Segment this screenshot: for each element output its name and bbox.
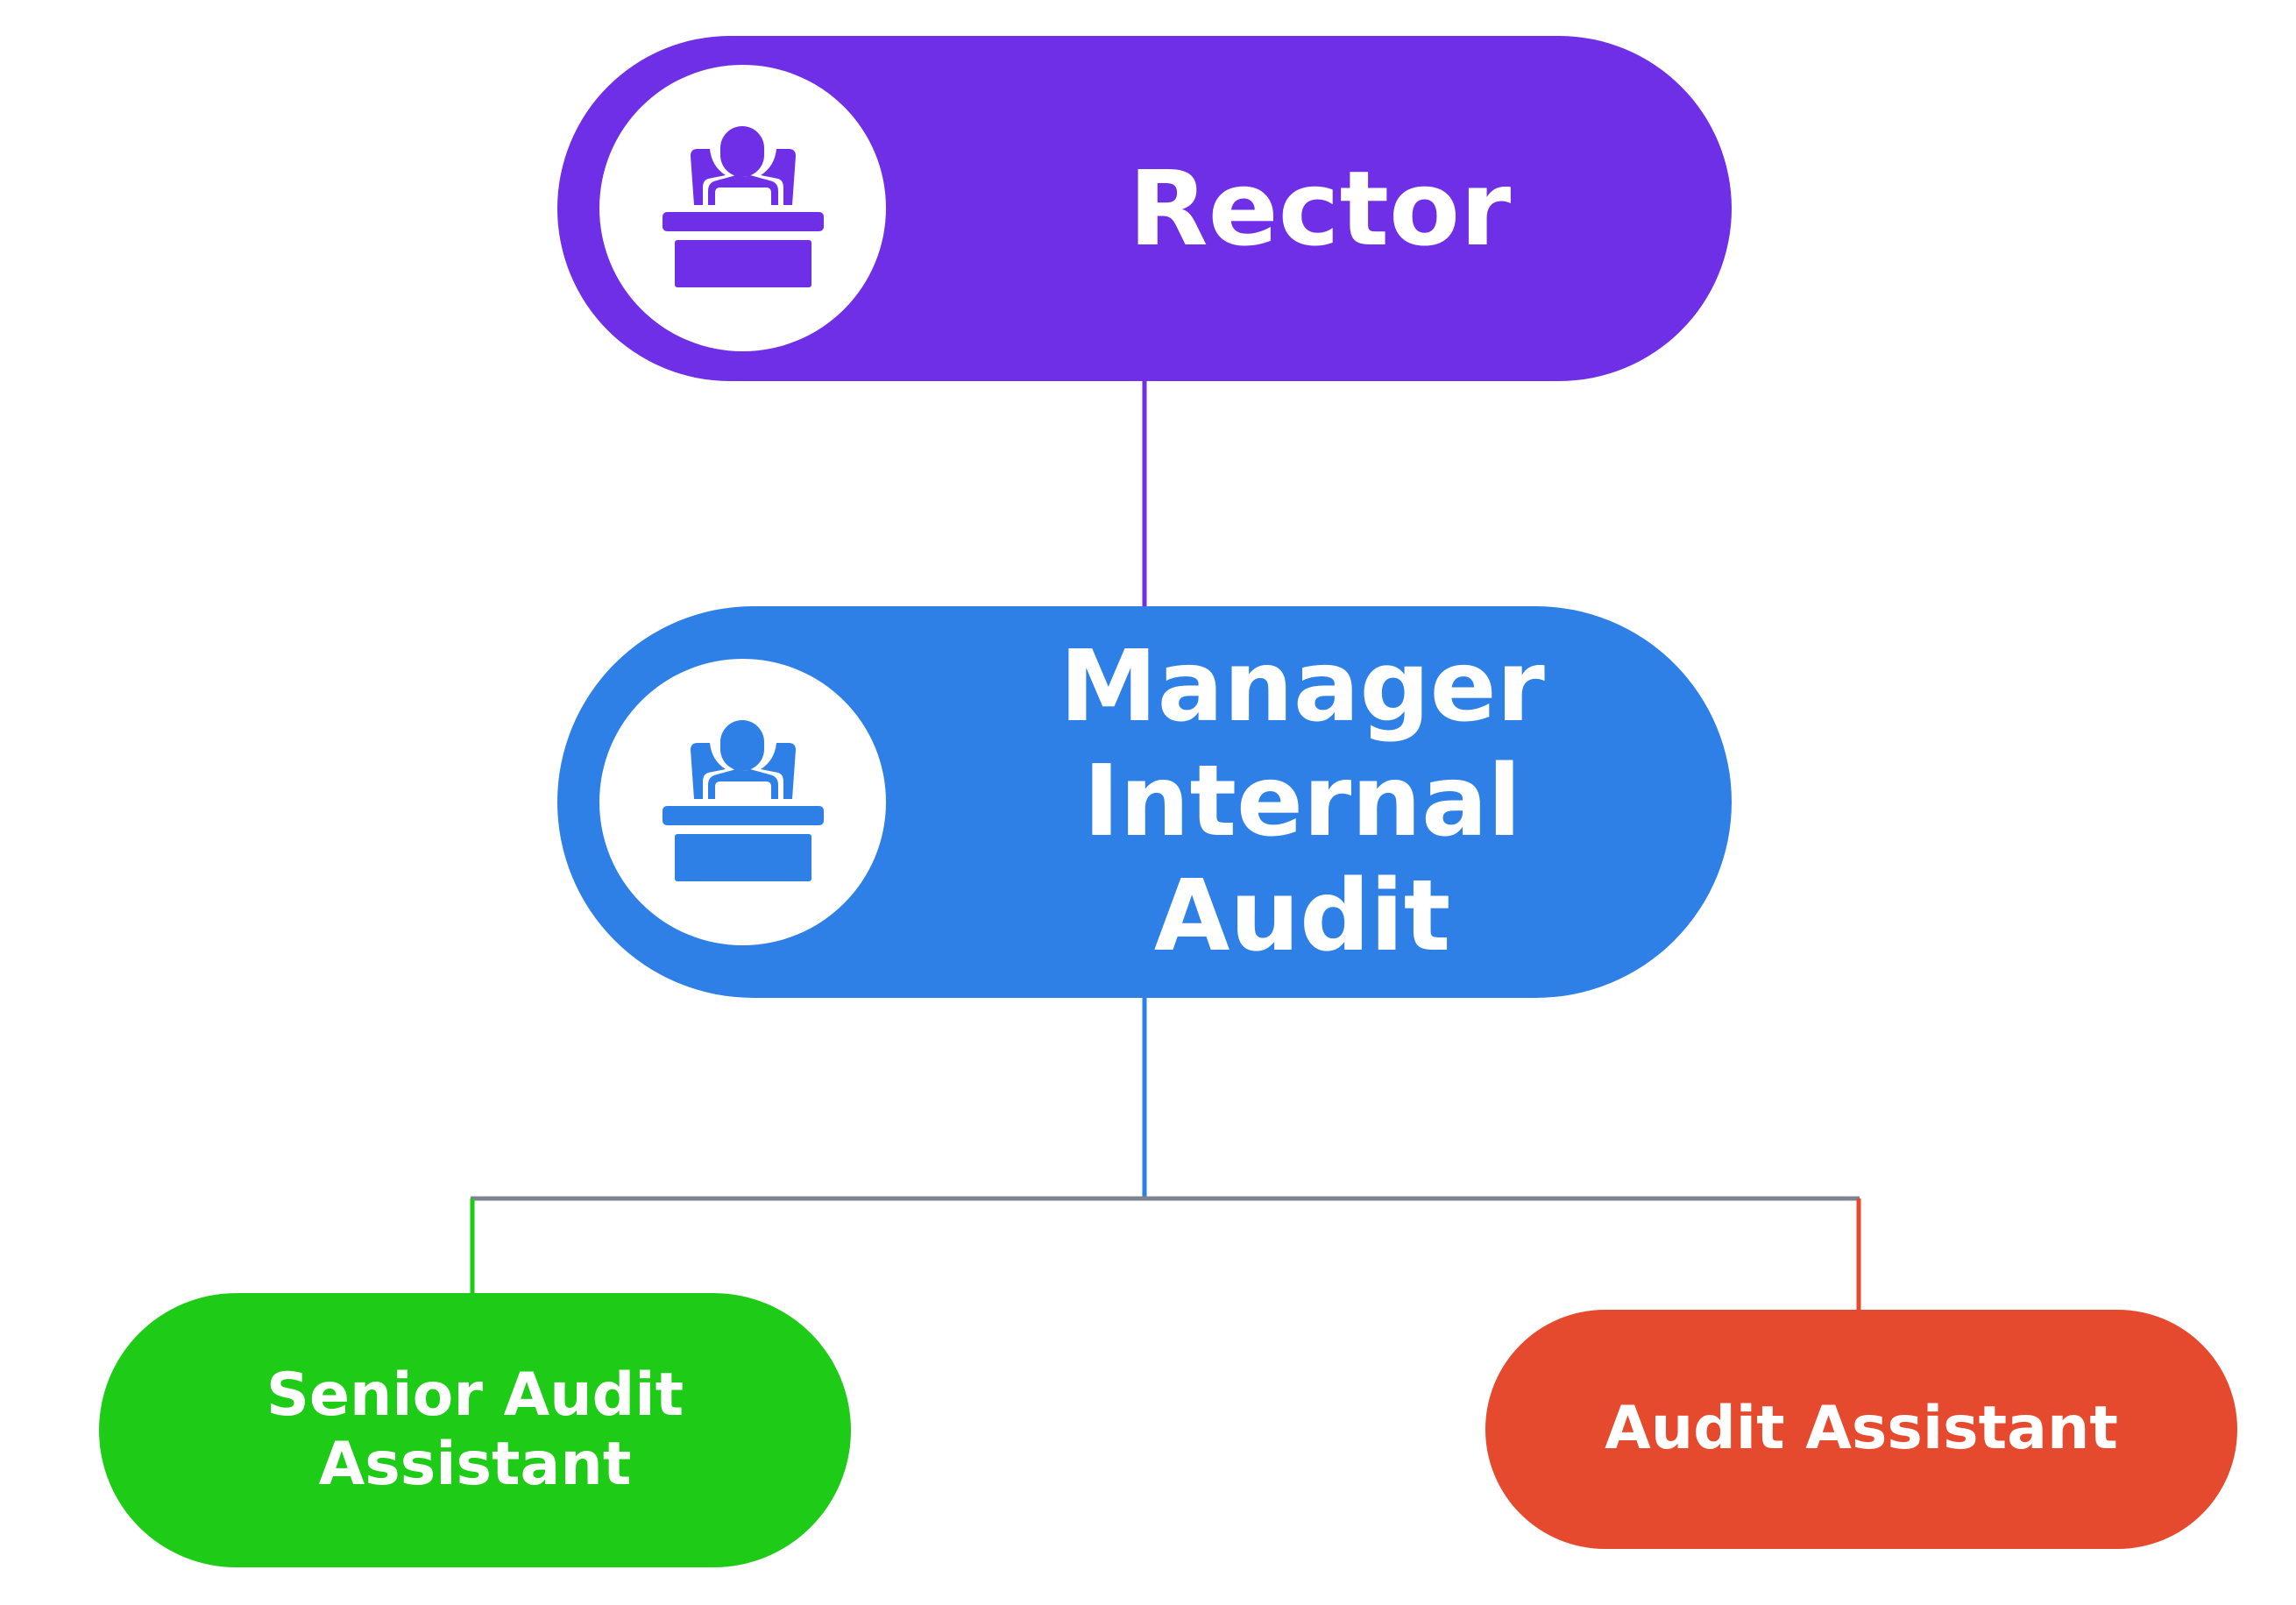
icon-circle [599, 65, 886, 351]
node-manager-internal-audit: Manager Internal Audit [557, 606, 1732, 998]
node-label-manager: Manager Internal Audit [1059, 629, 1545, 974]
node-label-assistant: Audit Assistant [1605, 1394, 2118, 1464]
speaker-podium-icon [662, 125, 824, 287]
speaker-podium-icon [662, 719, 824, 881]
node-label-rector: Rector [1128, 147, 1512, 269]
node-audit-assistant: Audit Assistant [1485, 1310, 2237, 1549]
node-label-senior: Senior Audit Assistant [266, 1361, 684, 1499]
node-rector: Rector [557, 36, 1732, 381]
node-senior-audit-assistant: Senior Audit Assistant [99, 1293, 851, 1567]
icon-circle [599, 659, 886, 945]
